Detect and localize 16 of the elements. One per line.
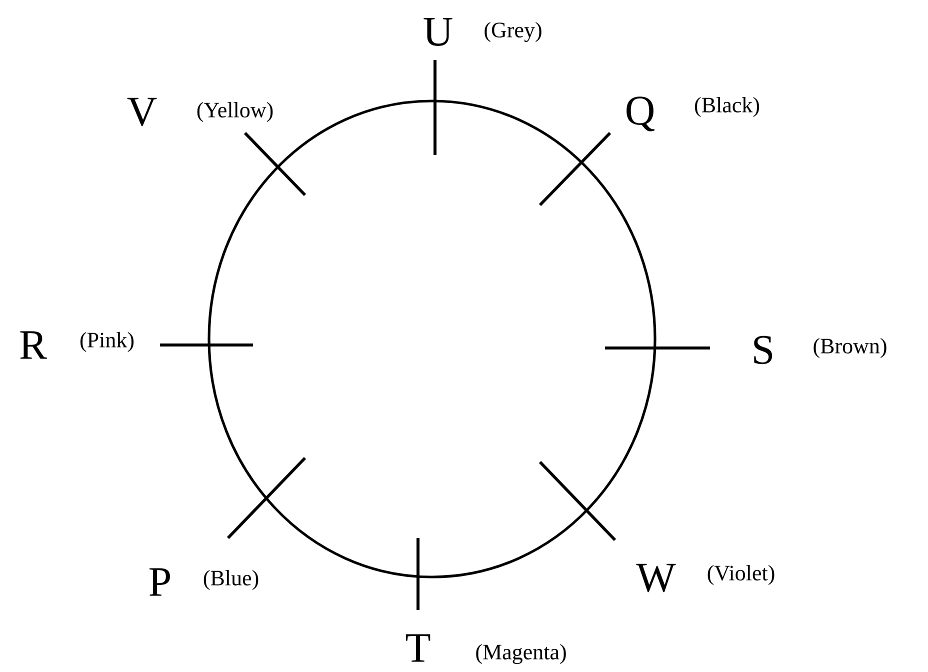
seat-letter: V <box>127 98 157 126</box>
seat-letter: S <box>754 336 772 364</box>
seat-letter: T <box>406 634 430 662</box>
seat-letter: Q <box>626 96 654 132</box>
seat-note: (Brown) <box>814 338 886 358</box>
seat-letter: P <box>150 568 170 596</box>
seat-note: (Violet) <box>708 565 774 585</box>
seat-letter: R <box>20 331 47 359</box>
seat-note: (Magenta) <box>476 644 566 664</box>
seat-letter: U <box>424 18 452 46</box>
seat-note: (Blue) <box>204 570 258 590</box>
seat-note: (Yellow) <box>197 102 273 122</box>
seat-note: (Pink) <box>80 332 134 352</box>
seat-note: (Grey) <box>484 22 542 42</box>
seat-note: (Black) <box>695 97 760 117</box>
seat-letter: W <box>636 564 676 592</box>
